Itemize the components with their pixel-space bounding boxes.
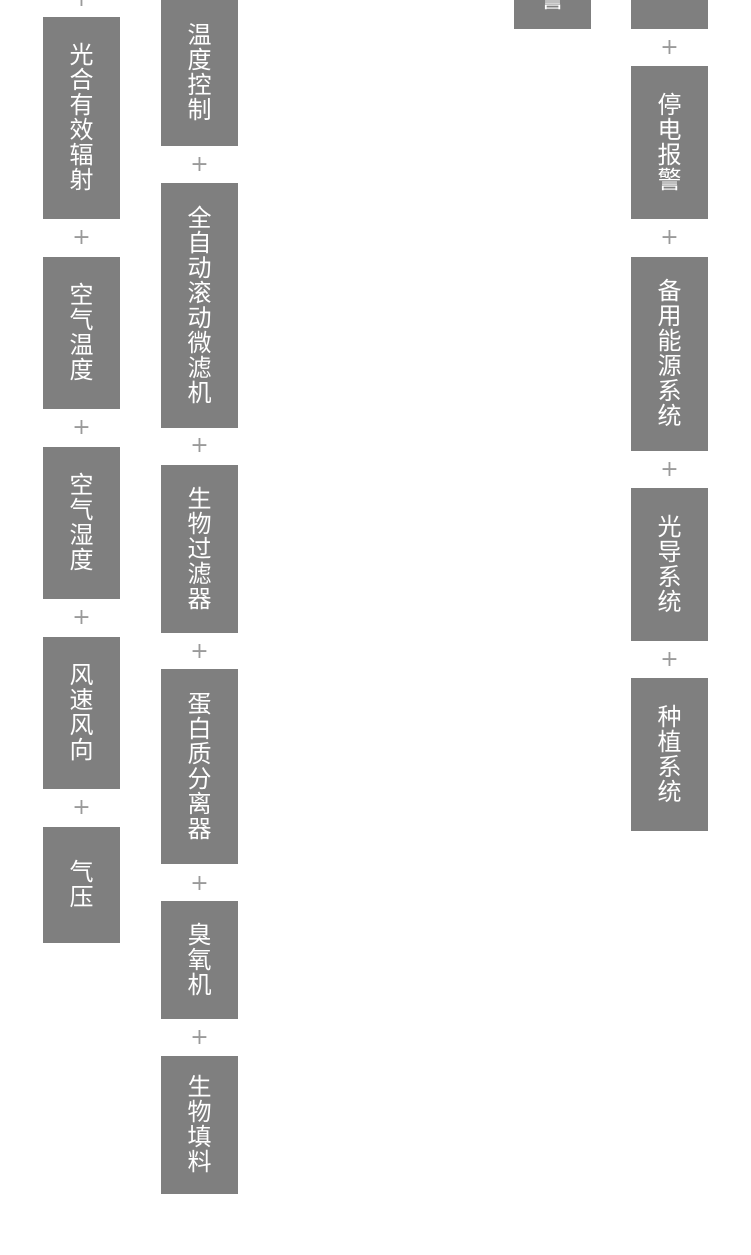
node-light-guide: 光导系统 bbox=[631, 488, 708, 641]
connector-plus: + bbox=[72, 605, 91, 630]
connector-plus: + bbox=[72, 415, 91, 440]
node-label: 气压 bbox=[69, 858, 94, 911]
connector-plus: + bbox=[72, 795, 91, 820]
node-backup-energy: 备用能源系统 bbox=[631, 257, 708, 451]
node-pressure: 气压 bbox=[43, 827, 120, 943]
node-label: 全自动滚动微滤机 bbox=[187, 203, 212, 407]
connector-plus: + bbox=[72, 225, 91, 250]
connector-plus: + bbox=[190, 433, 209, 458]
node-biofilter: 生物过滤器 bbox=[161, 465, 238, 633]
node-label: 光导系统 bbox=[657, 512, 682, 616]
node-par: 光合有效辐射 bbox=[43, 17, 120, 219]
node-label: 种植系统 bbox=[657, 702, 682, 806]
node-label: 空气湿度 bbox=[69, 471, 94, 574]
node-label: 备用能源系统 bbox=[657, 277, 682, 430]
node-label: 停电报警 bbox=[657, 90, 682, 194]
connector-plus: + bbox=[190, 871, 209, 896]
node-planting-system: 种植系统 bbox=[631, 678, 708, 831]
node-bio-media: 生物填料 bbox=[161, 1056, 238, 1194]
connector-plus: + bbox=[660, 35, 679, 60]
connector-plus: + bbox=[43, 0, 120, 11]
node-label: 蛋白质分离器 bbox=[187, 689, 212, 843]
node-power-failure-alarm: 停电报警 bbox=[631, 66, 708, 219]
node-label: 空气温度 bbox=[69, 281, 94, 384]
connector-plus: + bbox=[190, 1025, 209, 1050]
node-wind: 风速风向 bbox=[43, 637, 120, 789]
node-label: 生物填料 bbox=[187, 1073, 212, 1176]
node-label: 生物过滤器 bbox=[187, 484, 212, 613]
node-protein-skimmer: 蛋白质分离器 bbox=[161, 669, 238, 864]
node-drum-filter: 全自动滚动微滤机 bbox=[161, 183, 238, 428]
node-air-temperature: 空气温度 bbox=[43, 257, 120, 409]
connector-plus: + bbox=[190, 152, 209, 177]
node-label: 光合有效辐射 bbox=[69, 41, 94, 194]
node-label: 温度控制 bbox=[187, 21, 212, 124]
connector-plus: + bbox=[660, 647, 679, 672]
connector-plus: + bbox=[660, 457, 679, 482]
node-alarm-partial: 警 bbox=[514, 0, 591, 29]
connector-plus: + bbox=[190, 639, 209, 664]
node-label: 警 bbox=[541, 0, 565, 12]
node-label: 风速风向 bbox=[69, 661, 94, 764]
connector-plus: + bbox=[660, 225, 679, 250]
node-temperature-control: 温度控制 bbox=[161, 0, 238, 146]
node-air-humidity: 空气湿度 bbox=[43, 447, 120, 599]
node-ozone: 臭氧机 bbox=[161, 901, 238, 1019]
node-top-partial bbox=[631, 0, 708, 29]
node-label: 臭氧机 bbox=[187, 920, 212, 999]
